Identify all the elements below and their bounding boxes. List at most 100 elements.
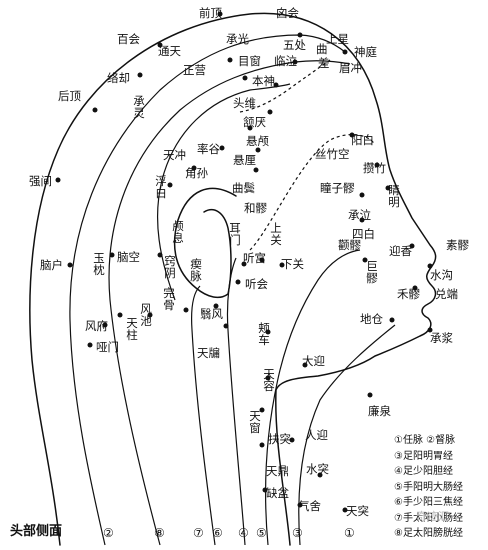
point-luxi: 颅息 (172, 219, 184, 246)
point-yamen: 哑门 (96, 340, 119, 354)
point-dicang: 地仓 (360, 312, 383, 326)
point-shangguan: 上关 (270, 221, 282, 248)
bottom-number: ③ (292, 526, 303, 540)
point-qianding: 前顶 (199, 6, 222, 20)
point-duiduan: 兑端 (435, 287, 458, 301)
point-yangbai: 阳白 (351, 133, 374, 147)
legend-item: ⑦手太阳小肠经 (394, 512, 463, 524)
point-yuzhen: 玉枕 (93, 251, 105, 278)
point-heliao: 和髎 (244, 201, 267, 215)
meridian-gallbladder (156, 83, 291, 301)
point-jingming: 睛明 (388, 183, 400, 210)
legend-item: ①任脉 ②督脉 (394, 435, 456, 446)
point-shuigou: 水沟 (430, 268, 453, 282)
point-naohu: 脑户 (40, 258, 63, 272)
point-sibai: 四白 (352, 227, 375, 241)
point-touwei: 头维 (233, 96, 256, 110)
point-shuaigu: 率谷 (197, 142, 220, 156)
point-tianzhu: 天柱 (126, 316, 138, 343)
point-cha: 差 (318, 56, 330, 70)
point-jiaosun: 角孙 (185, 166, 208, 180)
point-jiache: 颊车 (258, 321, 270, 348)
point-fengchi: 风池 (140, 302, 152, 329)
point-tongtian: 通天 (158, 44, 181, 58)
point-chengjiang: 承浆 (430, 331, 453, 345)
point-renying: 人迎 (305, 428, 328, 442)
point-chengqi: 承泣 (348, 208, 371, 222)
point-houding: 后顶 (58, 89, 81, 103)
point-tianchuang: 天窗 (249, 409, 261, 436)
legend-item: ⑤手阳明大肠经 (394, 481, 463, 493)
point-ermen: 耳门 (229, 221, 241, 248)
meridian-large-intestine (298, 324, 396, 546)
point-fubai: 浮白 (155, 174, 167, 201)
bottom-number: ⑧ (154, 526, 165, 540)
meridian-stomach (265, 249, 361, 546)
point-qu: 曲 (316, 42, 328, 56)
point-heliao2: 禾髎 (397, 287, 420, 301)
point-tinggong: 听宫 (243, 251, 266, 265)
legend-item: ④足少阳胆经 (394, 466, 453, 477)
point-fengfu: 风府 (85, 319, 108, 333)
point-quanliao: 颧髎 (338, 238, 361, 252)
meridian-sanjiao (191, 285, 216, 546)
meridian-small-intestine (226, 257, 246, 546)
point-xinhui: 囟会 (276, 6, 299, 20)
bottom-number: ⑦ (193, 526, 204, 540)
point-linqi: 临泣 (274, 54, 297, 68)
point-baihui: 百会 (117, 32, 140, 46)
point-shangxing: 上星 (326, 32, 349, 46)
diagram-caption: 头部侧面 (10, 524, 63, 539)
bottom-number: ⑥ (212, 526, 223, 540)
point-tianrong: 天容 (263, 367, 275, 394)
point-benshen: 本神 (252, 74, 275, 88)
point-shuitu: 水突 (306, 462, 329, 476)
point-yifeng: 翳风 (200, 307, 223, 321)
point-juliao: 巨髎 (366, 259, 378, 286)
point-xuanlu: 悬颅 (246, 134, 269, 148)
point-suliao: 素髎 (446, 238, 469, 252)
point-xiaguan: 下关 (281, 257, 304, 271)
bottom-number: ⑤ (256, 526, 267, 540)
point-yingxiang: 迎香 (389, 244, 412, 258)
point-chengguang: 承光 (226, 32, 249, 46)
point-tianyou: 天牖 (197, 346, 220, 360)
meridian-dashed-gallbladder (239, 59, 331, 113)
point-qiaoyin: 窍阴 (164, 254, 176, 281)
point-wangu: 完骨 (163, 286, 175, 313)
watermark: 奇迹汇 (416, 510, 449, 523)
point-lianquan: 廉泉 (368, 404, 391, 418)
bottom-number: ② (103, 526, 114, 540)
point-tongziliao: 瞳子髎 (320, 181, 355, 195)
ear-outline (173, 187, 237, 299)
point-daying: 大迎 (302, 354, 325, 368)
point-qiangjian: 强间 (29, 174, 52, 188)
point-tianding: 天鼎 (266, 464, 289, 478)
legend-item: ⑥手少阳三焦经 (394, 497, 463, 508)
head-outline (29, 12, 437, 546)
point-hanyan: 颔厌 (243, 115, 266, 129)
point-qishe: 气舍 (298, 499, 321, 513)
point-tiantu: 天突 (346, 504, 369, 518)
point-wuchu: 五处 (283, 38, 306, 52)
bottom-number: ① (344, 526, 355, 540)
point-xuanli: 悬厘 (233, 153, 256, 167)
point-quepen: 缺盆 (266, 486, 289, 500)
point-futu: 扶突 (268, 432, 291, 446)
point-chengling: 承灵 (133, 94, 145, 121)
bottom-number: ④ (238, 526, 249, 540)
point-meichong: 眉冲 (339, 61, 362, 75)
point-zhengying: 正营 (183, 63, 206, 77)
meridian-dashed-face (249, 133, 376, 251)
point-qubin: 曲鬓 (232, 181, 255, 195)
point-tinghui: 听会 (245, 277, 268, 291)
point-muchuang: 目窗 (238, 54, 261, 68)
legend-item: ⑧足太阳膀胱经 (394, 528, 463, 539)
point-sizhukong: 丝竹空 (315, 147, 350, 161)
point-naokong: 脑空 (117, 250, 140, 264)
point-chimai: 瘈脉 (190, 257, 202, 284)
meridian-legend: ①任脉 ②督脉 ③足阳明胃经 ④足少阳胆经 ⑤手阳明大肠经 ⑥手少阳三焦经 ⑦手… (394, 433, 463, 542)
point-shenting: 神庭 (354, 45, 377, 59)
legend-item: ③足阳明胃经 (394, 450, 453, 462)
